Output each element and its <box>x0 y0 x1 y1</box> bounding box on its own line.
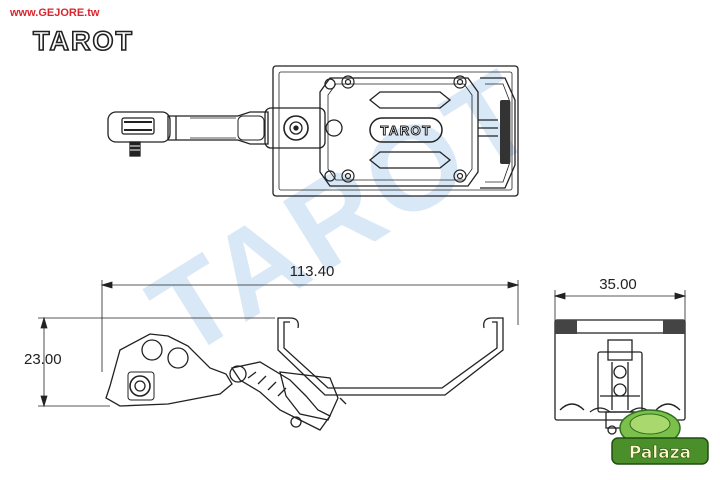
watermark-text: TAROT <box>128 44 559 383</box>
side-view <box>105 317 504 431</box>
height-dimension <box>38 316 275 408</box>
top-view <box>107 65 519 197</box>
width-dimension-label: 35.00 <box>599 276 637 293</box>
palaza-badge: Palaza <box>611 409 709 465</box>
watermark: TAROT <box>128 44 559 383</box>
front-view <box>554 319 686 435</box>
screw-group <box>324 75 467 183</box>
tarot-logo: TAROT <box>32 25 134 57</box>
width-dimension <box>553 290 687 322</box>
site-url[interactable]: www.GEJORE.tw <box>10 7 100 19</box>
height-dimension-label: 23.00 <box>24 351 62 368</box>
palaza-badge-text: Palaza <box>629 443 691 463</box>
mount-label: TAROT <box>380 123 431 138</box>
length-dimension-label: 113.40 <box>290 263 335 280</box>
length-dimension <box>100 280 520 372</box>
